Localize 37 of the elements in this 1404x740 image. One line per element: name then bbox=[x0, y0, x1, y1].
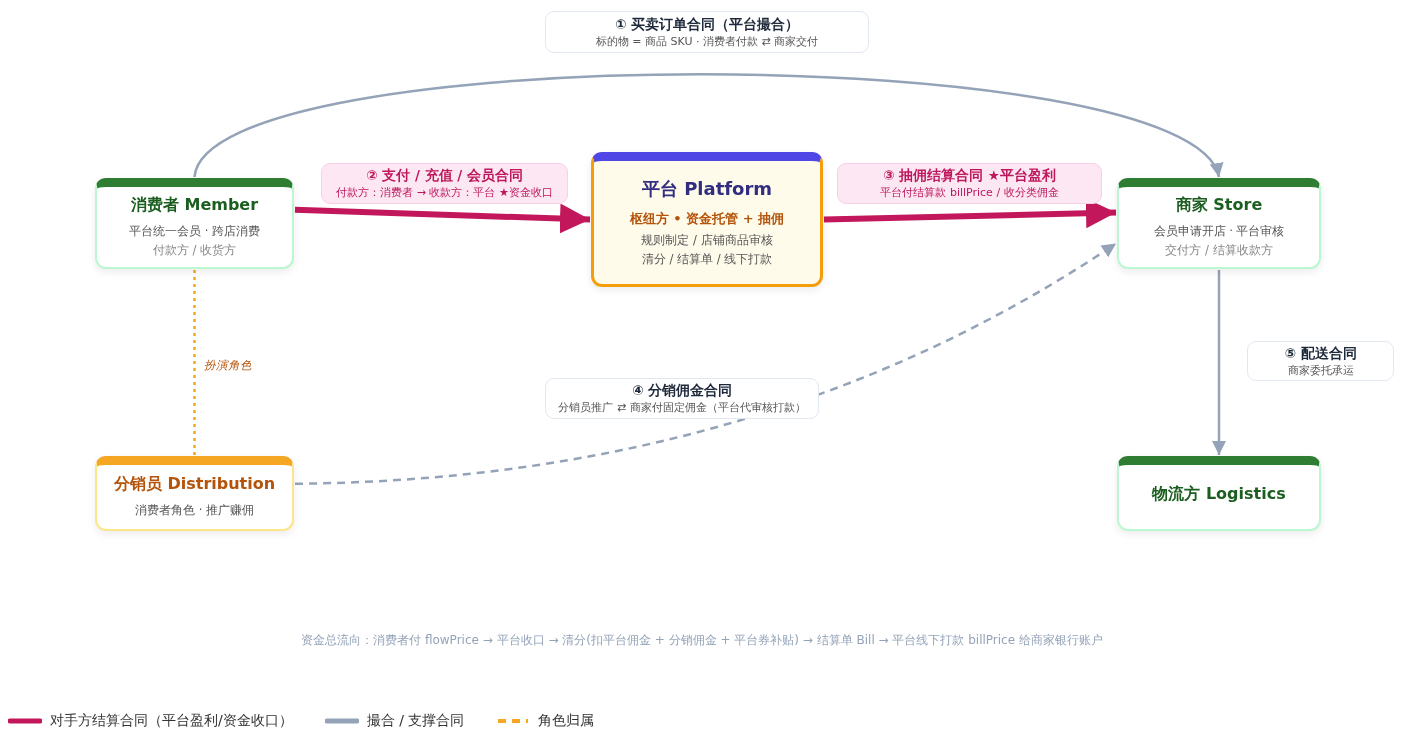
platform-title: 平台 Platform bbox=[641, 176, 773, 201]
arrow bbox=[294, 242, 1117, 485]
role-card bbox=[1117, 178, 1321, 269]
role-card bbox=[95, 178, 294, 269]
role-description: 消费者角色 · 推广赚佣 bbox=[135, 502, 254, 519]
legend-label: 对手方结算合同（平台盈利/资金收口） bbox=[50, 712, 293, 730]
role-title: 物流方 Logistics bbox=[1152, 483, 1286, 505]
platform-card bbox=[591, 152, 823, 287]
edge-label-note: 商家委托承运 bbox=[1287, 362, 1354, 378]
connector-line bbox=[193, 270, 196, 455]
role-card bbox=[1117, 456, 1321, 531]
role-note: 付款方 / 收货方 bbox=[152, 241, 237, 259]
role-note: 交付方 / 结算收款方 bbox=[1165, 241, 1273, 259]
edge-label-note: 分销员推广 ⇄ 商家付固定佣金（平台代审核打款） bbox=[558, 400, 806, 415]
edge-label: 扮演角色 bbox=[204, 358, 252, 373]
edge-label: ③ 抽佣结算合同 ★平台盈利 bbox=[883, 167, 1056, 185]
legend-label: 角色归属 bbox=[538, 712, 595, 730]
edge-label: ① 买卖订单合同（平台撮合） bbox=[614, 15, 800, 34]
edge-label-note: 标的物 = 商品 SKU · 消费者付款 ⇄ 商家交付 bbox=[595, 33, 819, 49]
edge-label: ⑤ 配送合同 bbox=[1284, 344, 1357, 363]
role-title: 分销员 Distribution bbox=[113, 474, 276, 495]
arrow bbox=[294, 203, 591, 234]
role-title: 消费者 Member bbox=[130, 194, 259, 216]
edge-label: ④ 分销佣金合同 bbox=[631, 382, 733, 400]
edge-label-note: 平台付结算款 billPrice / 收分类佣金 bbox=[880, 185, 1059, 200]
platform-duty: 规则制定 / 店铺商品审核 bbox=[641, 231, 773, 249]
footnote: 资金总流向：消费者付 flowPrice → 平台收口 → 清分(扣平台佣金 + 分销佣金 + 平台券补贴) → 结算单 Bill → 平台线下打款 billPrice 给商家银行账户 bbox=[301, 633, 1103, 647]
edge-label-note: 付款方：消费者 → 收款方：平台 ★资金收口 bbox=[336, 185, 553, 200]
arrow bbox=[1212, 270, 1226, 455]
role-title: 商家 Store bbox=[1175, 194, 1263, 216]
role-description: 会员申请开店 · 平台审核 bbox=[1153, 222, 1285, 240]
role-card bbox=[95, 456, 294, 531]
legend-label: 撮合 / 支撑合同 bbox=[366, 712, 465, 730]
role-description: 平台统一会员 · 跨店消费 bbox=[129, 222, 260, 240]
platform-role: 枢纽方 • 资金托管 + 抽佣 bbox=[629, 209, 785, 228]
platform-duty: 清分 / 结算单 / 线下打款 bbox=[641, 250, 773, 268]
edge-label: ② 支付 / 充值 / 会员合同 bbox=[366, 167, 523, 185]
